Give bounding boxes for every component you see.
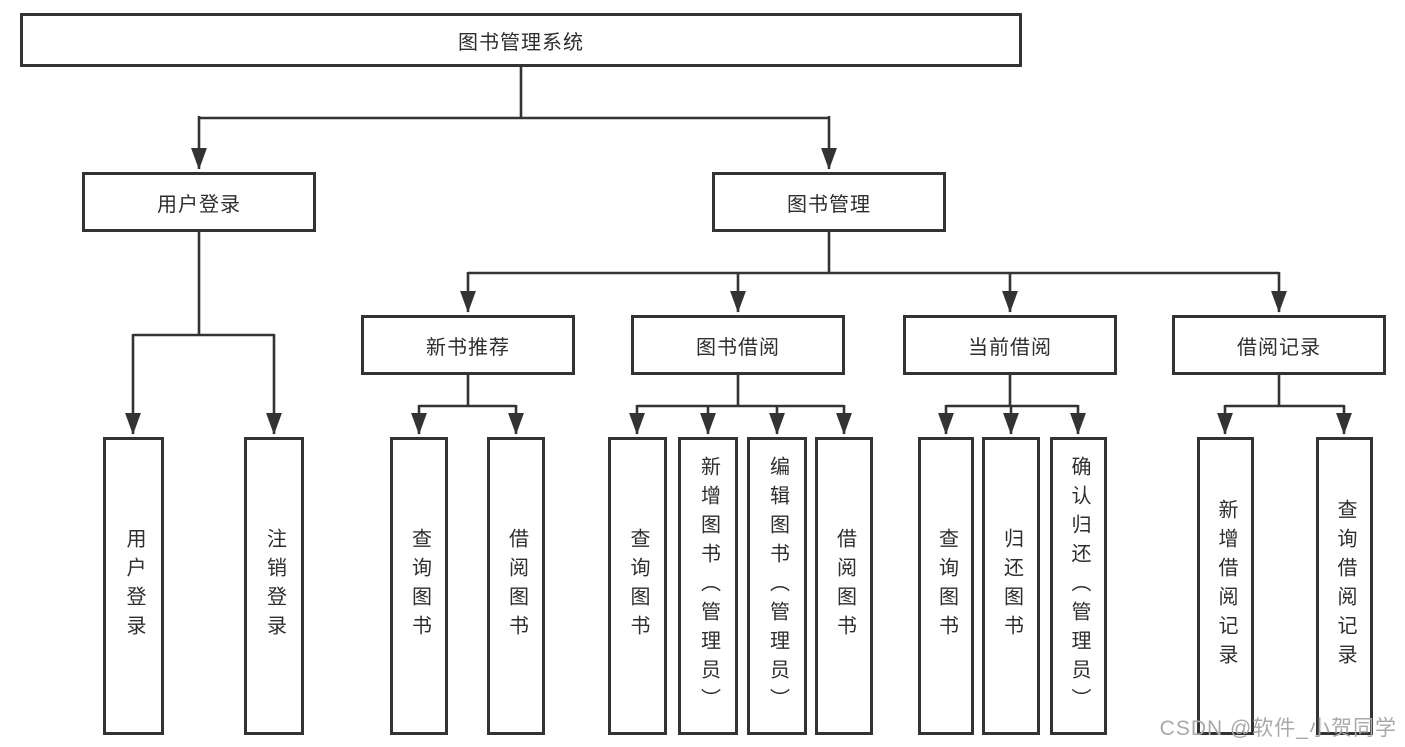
leaf-query-borrow-record: 查询借阅记录 — [1316, 437, 1373, 735]
leaf-add-book-admin: 新增图书（管理员） — [678, 437, 738, 735]
leaf-edit-book-admin: 编辑图书（管理员） — [747, 437, 807, 735]
node-label: 用户登录 — [157, 193, 241, 216]
node-label: 图书管理 — [787, 193, 871, 216]
node-label: 新增借阅记录 — [1215, 499, 1237, 673]
leaf-logout: 注销登录 — [244, 437, 304, 735]
connector-book-borrow-children — [629, 375, 852, 435]
connector-root-to-level2 — [191, 67, 837, 170]
node-label: 用户登录 — [123, 528, 145, 644]
connector-borrow-records-children — [1217, 375, 1352, 435]
leaf-user-login: 用户登录 — [103, 437, 164, 735]
node-label: 查询借阅记录 — [1334, 499, 1356, 673]
node-current-borrow: 当前借阅 — [903, 315, 1117, 375]
leaf-confirm-return-admin: 确认归还（管理员） — [1050, 437, 1107, 735]
leaf-query-book-recommend: 查询图书 — [390, 437, 448, 735]
node-label: 新增图书（管理员） — [697, 455, 720, 717]
leaf-add-borrow-record: 新增借阅记录 — [1197, 437, 1254, 735]
leaf-borrow-book: 借阅图书 — [815, 437, 873, 735]
node-label: 查询图书 — [935, 528, 958, 644]
node-label: 归还图书 — [1000, 528, 1023, 644]
node-label: 图书管理系统 — [458, 31, 584, 54]
node-label: 编辑图书（管理员） — [766, 455, 789, 717]
node-label: 借阅图书 — [505, 528, 528, 644]
leaf-query-book-borrow: 查询图书 — [608, 437, 667, 735]
connector-new-book-recommend-children — [411, 375, 524, 435]
node-user-login: 用户登录 — [82, 172, 316, 232]
node-book-management: 图书管理 — [712, 172, 946, 232]
node-new-book-recommend: 新书推荐 — [361, 315, 575, 375]
node-label: 当前借阅 — [968, 336, 1052, 359]
watermark: CSDN @软件_小贺同学 — [1159, 717, 1397, 740]
node-label: 新书推荐 — [426, 336, 510, 359]
node-root: 图书管理系统 — [20, 13, 1022, 67]
node-label: 确认归还（管理员） — [1068, 455, 1090, 717]
node-label: 查询图书 — [408, 528, 431, 644]
node-label: 借阅记录 — [1237, 336, 1321, 359]
node-borrow-records: 借阅记录 — [1172, 315, 1386, 375]
node-label: 注销登录 — [263, 528, 286, 644]
leaf-return-book: 归还图书 — [982, 437, 1040, 735]
node-label: 图书借阅 — [696, 336, 780, 359]
node-label: 查询图书 — [627, 528, 649, 644]
connector-current-borrow-children — [938, 375, 1086, 435]
leaf-query-book-current: 查询图书 — [918, 437, 974, 735]
connector-user-login-children — [125, 232, 282, 435]
node-label: 借阅图书 — [833, 528, 856, 644]
connector-book-management-children — [460, 232, 1287, 313]
node-book-borrow: 图书借阅 — [631, 315, 845, 375]
leaf-borrow-book-recommend: 借阅图书 — [487, 437, 545, 735]
